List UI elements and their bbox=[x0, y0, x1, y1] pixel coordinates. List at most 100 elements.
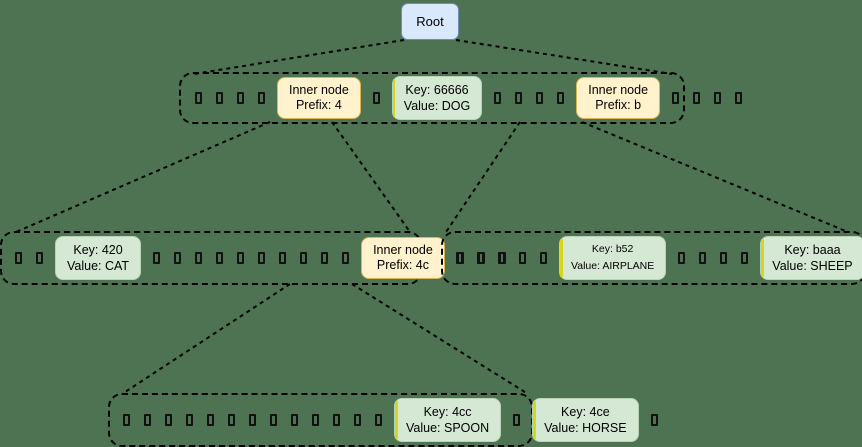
empty-slot bbox=[36, 252, 43, 264]
empty-slot bbox=[372, 92, 380, 104]
empty-slot bbox=[678, 252, 686, 264]
empty-slot-group bbox=[15, 252, 43, 264]
inner-node-prefix: Prefix: 4 bbox=[295, 98, 342, 112]
empty-slot bbox=[237, 92, 244, 104]
empty-slot bbox=[279, 252, 287, 264]
root-node[interactable]: Root bbox=[401, 3, 459, 40]
empty-slot bbox=[513, 414, 521, 426]
empty-slot bbox=[714, 92, 722, 104]
empty-slot bbox=[375, 414, 382, 426]
empty-slot bbox=[216, 92, 223, 104]
empty-slot bbox=[186, 414, 193, 426]
empty-slot bbox=[153, 252, 161, 264]
empty-slot-group bbox=[456, 252, 547, 264]
empty-slot bbox=[735, 92, 743, 104]
empty-slot bbox=[300, 252, 308, 264]
empty-slot bbox=[557, 92, 565, 104]
leaf-node-key: Key: 4ce bbox=[561, 405, 610, 419]
inner-node-prefix: Prefix: 4c bbox=[376, 258, 429, 272]
empty-slot bbox=[477, 252, 484, 264]
empty-slot bbox=[321, 252, 329, 264]
empty-slot bbox=[195, 252, 203, 264]
inner-node-title: Inner node bbox=[289, 83, 349, 97]
empty-slot-group bbox=[123, 414, 382, 426]
empty-slot bbox=[249, 414, 256, 426]
edge-prefix4-to-level3left-right bbox=[331, 121, 411, 233]
empty-slot bbox=[650, 414, 658, 426]
inner-node-prefix: Prefix: b bbox=[595, 98, 642, 112]
empty-slot bbox=[494, 92, 502, 104]
empty-slot bbox=[165, 414, 172, 426]
empty-slot bbox=[291, 414, 298, 426]
leaf-node-value: Value: HORSE bbox=[544, 421, 627, 435]
empty-slot bbox=[270, 414, 277, 426]
edge-root-to-level2-left bbox=[193, 39, 405, 75]
empty-slot bbox=[342, 252, 350, 264]
empty-slot-group bbox=[678, 252, 749, 264]
leaf-node-key: Key: 66666 bbox=[405, 83, 469, 97]
empty-slot bbox=[741, 252, 749, 264]
empty-slot bbox=[333, 414, 340, 426]
empty-slot bbox=[720, 252, 728, 264]
empty-slot bbox=[536, 92, 544, 104]
leaf-node-value: Value: SPOON bbox=[406, 421, 490, 435]
empty-slot bbox=[216, 252, 224, 264]
empty-slot bbox=[498, 252, 505, 264]
leaf-node-value: Value: CAT bbox=[67, 259, 130, 273]
empty-slot bbox=[693, 92, 701, 104]
empty-slot-group bbox=[494, 92, 565, 104]
empty-slot bbox=[540, 252, 547, 264]
empty-slot bbox=[228, 414, 235, 426]
empty-slot bbox=[672, 92, 680, 104]
empty-slot bbox=[515, 92, 523, 104]
inner-node-title: Inner node bbox=[588, 83, 649, 97]
empty-slot-group bbox=[372, 92, 380, 104]
empty-slot bbox=[15, 252, 22, 264]
empty-slot-group bbox=[195, 92, 265, 104]
empty-slot bbox=[237, 252, 245, 264]
leaf-node-value: Value: SHEEP bbox=[772, 259, 853, 273]
empty-slot bbox=[258, 252, 266, 264]
empty-slot-group bbox=[672, 92, 743, 104]
empty-slot bbox=[123, 414, 130, 426]
edge-root-to-level2-right bbox=[455, 39, 673, 75]
empty-slot bbox=[195, 92, 202, 104]
edge-prefixb-to-level3right-right bbox=[581, 121, 849, 233]
empty-slot bbox=[144, 414, 151, 426]
empty-slot bbox=[456, 252, 463, 264]
empty-slot bbox=[174, 252, 182, 264]
empty-slot bbox=[519, 252, 526, 264]
empty-slot-group bbox=[650, 414, 658, 426]
empty-slot bbox=[699, 252, 707, 264]
edge-prefix4c-to-level4-left bbox=[121, 283, 291, 395]
leaf-node-key: Key: 4cc bbox=[423, 405, 472, 419]
leaf-node-value: Value: AIRPLANE bbox=[571, 260, 655, 272]
empty-slot bbox=[312, 414, 319, 426]
empty-slot bbox=[258, 92, 265, 104]
leaf-node-value: Value: DOG bbox=[403, 99, 471, 113]
edge-prefixb-to-level3right-left bbox=[445, 121, 521, 233]
empty-slot-group bbox=[153, 252, 350, 264]
empty-slot bbox=[207, 414, 214, 426]
leaf-node-key: Key: baaa bbox=[784, 243, 841, 257]
leaf-node-key: Key: b52 bbox=[591, 243, 634, 255]
empty-slot bbox=[354, 414, 361, 426]
root-node-label: Root bbox=[416, 14, 444, 29]
edge-prefix4c-to-level4-right bbox=[351, 283, 529, 395]
empty-slot-group bbox=[513, 414, 521, 426]
